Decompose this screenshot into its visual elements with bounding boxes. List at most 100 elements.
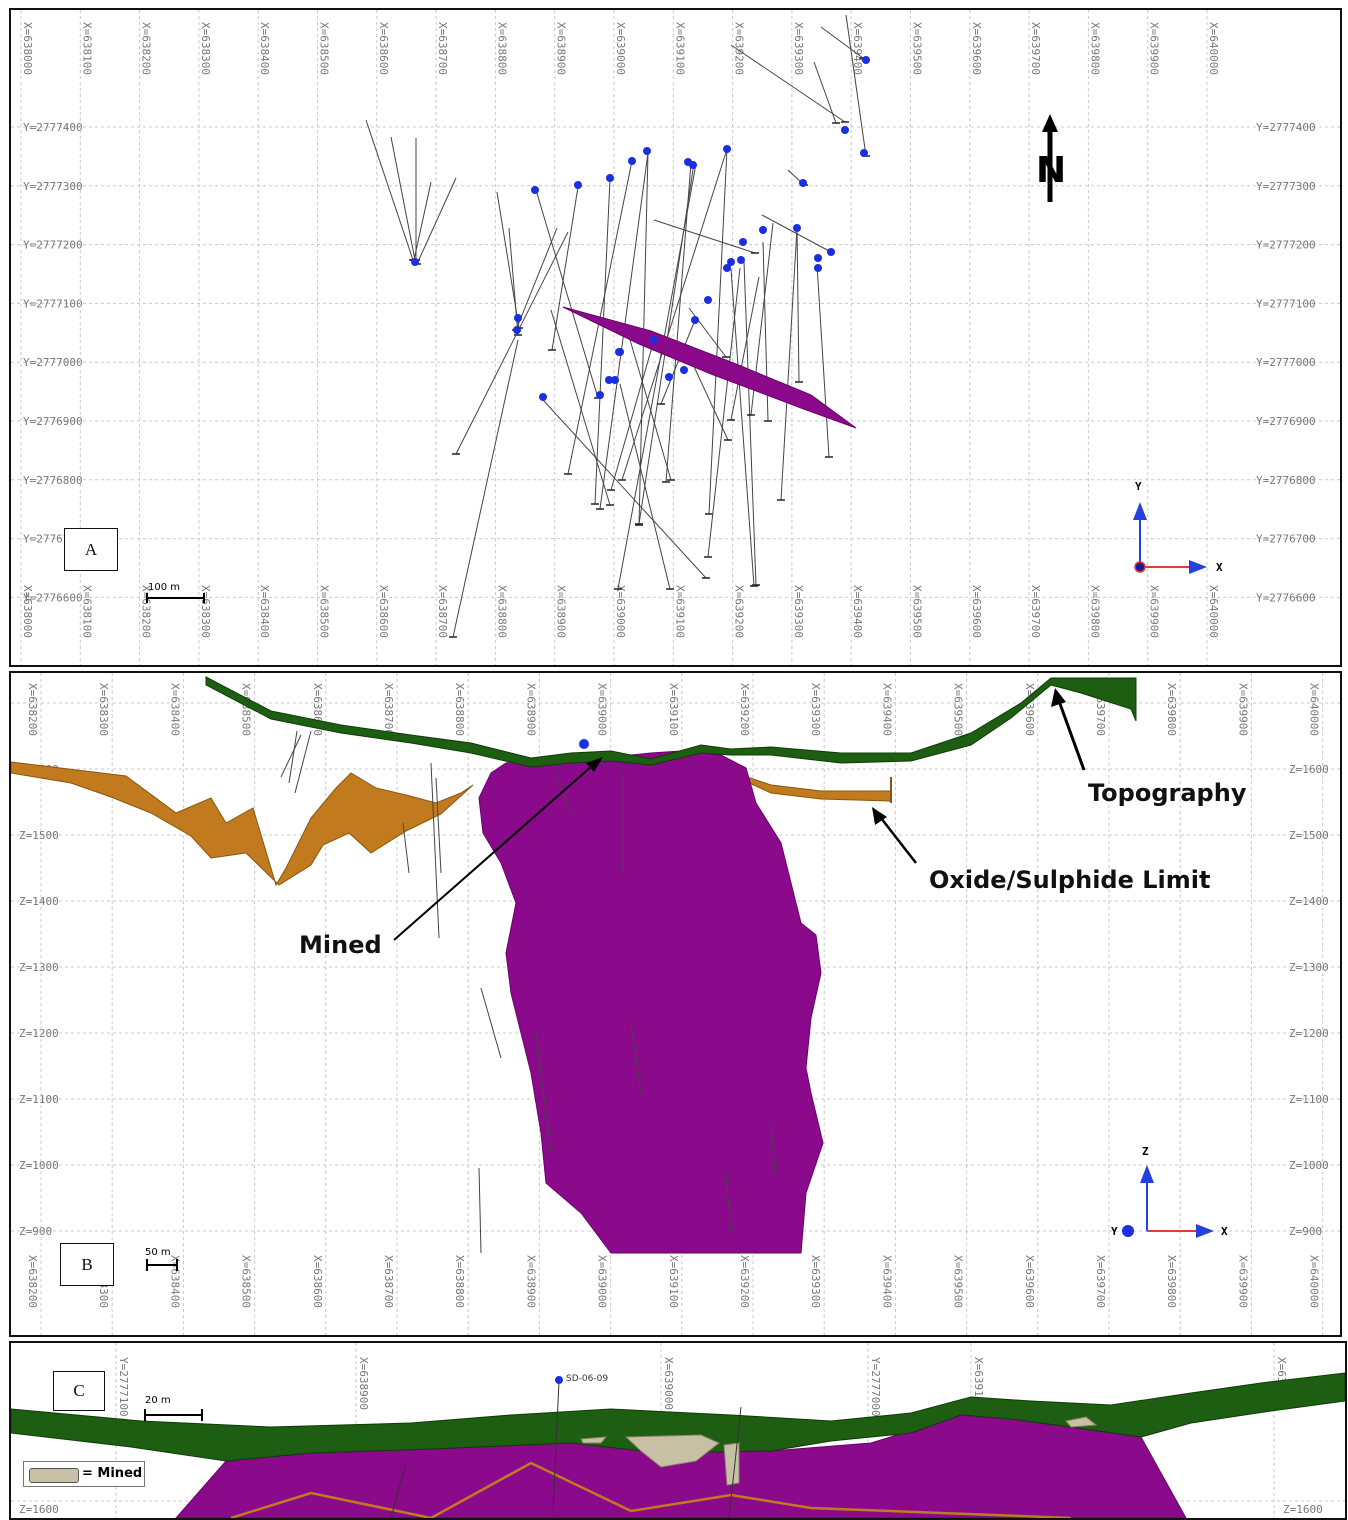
plan-x-tick-label: X=639100 [673,22,686,75]
drill-hole-trace [594,178,611,505]
plan-y-tick-label: Y=2777400 [1256,121,1316,134]
mineralized-zone-plan [562,306,857,429]
section-z-tick-label: Z=1500 [19,829,59,842]
plan-x-tick-label: X=638600 [377,22,390,75]
drill-hole-trace [780,227,798,501]
drill-hole-trace [455,231,569,455]
mineralized-body-section [478,750,824,1254]
plan-x-tick-label: X=638100 [80,22,93,75]
scale-bar-label-detail: 20 m [145,1395,171,1406]
section-view-drawing: Z=1600Z=1600Z=1500Z=1500Z=1400Z=1400Z=13… [11,673,1340,1335]
section-z-tick-label: Z=1600 [1289,763,1329,776]
drill-collar [727,258,735,266]
section-x-tick-label: X=639000 [596,683,609,736]
drill-hole-trace [280,734,302,778]
section-z-tick-label: Z=900 [1289,1225,1322,1238]
detail-x-tick-label: X=639100 [972,1357,985,1410]
plan-x-tick-label: X=638900 [555,585,568,638]
drill-collar [827,248,835,256]
axis-x-label-section: X [1221,1225,1228,1238]
plan-x-tick-label: X=638800 [495,22,508,75]
drill-hole-trace [653,219,756,254]
drill-hole-trace [542,399,707,579]
drill-hole-trace [480,987,502,1059]
drill-hole-trace [820,26,864,59]
plan-x-tick-label: X=638700 [436,22,449,75]
drill-collar [799,179,807,187]
plan-x-tick-label: X=638300 [199,585,212,638]
plan-y-tick-label: Y=2777200 [1256,239,1316,252]
section-x-tick-label: X=638200 [26,683,39,736]
drill-hole-trace [365,119,414,261]
drill-collar [574,181,582,189]
axis-triad-section-icon [1122,1165,1214,1238]
plan-x-tick-label: X=638000 [21,22,34,75]
plan-x-tick-label: X=639000 [614,22,627,75]
north-label: N [1036,150,1066,191]
drill-collar [723,264,731,272]
panel-a-label: A [64,528,118,571]
plan-y-tick-label: Y=2776900 [1256,415,1316,428]
drill-collar [723,145,731,153]
plan-x-tick-label: X=639900 [1148,585,1161,638]
drill-hole-trace [813,61,837,124]
plan-y-tick-label: Y=2776700 [1256,533,1316,546]
section-x-tick-label: X=639300 [809,683,822,736]
plan-x-tick-label: X=639700 [1029,585,1042,638]
drill-collar [643,147,651,155]
axis-y-label-section: Y [1111,1225,1118,1238]
section-x-tick-label: X=639800 [1165,683,1178,736]
drill-hole-trace [707,267,741,558]
drill-hole-trace [816,264,830,458]
plan-x-tick-label: X=639200 [733,585,746,638]
section-z-tick-label: Z=900 [19,1225,52,1238]
topography-surface [205,676,1137,768]
drill-collar [611,376,619,384]
drill-collar [739,238,747,246]
drill-collar-sd-06-09 [555,1376,563,1384]
drill-collar [596,391,604,399]
drill-collar [737,256,745,264]
drill-hole-trace [708,148,728,515]
drill-hole-trace [535,189,599,399]
section-x-tick-label: X=639400 [880,683,893,736]
plan-x-tick-label: X=639500 [911,22,924,75]
drill-hole-trace [452,339,519,638]
drill-collar [814,254,822,262]
drill-collar [606,174,614,182]
drill-hole-trace [630,1022,642,1094]
mined-legend: = Mined [23,1461,145,1487]
plan-x-tick-label: X=638400 [258,22,271,75]
plan-y-tick-label: Y=2776600 [23,591,83,604]
plan-x-tick-label: X=638200 [140,22,153,75]
panel-c-label: C [53,1371,105,1411]
drill-hole-trace [725,1172,732,1234]
drill-collar [531,186,539,194]
section-x-tick-label: X=639600 [1023,1255,1036,1308]
plan-y-tick-label: Y=2776600 [1256,591,1316,604]
section-z-tick-label: Z=1200 [1289,1027,1329,1040]
plan-x-tick-label: X=638600 [377,585,390,638]
plan-x-tick-label: X=638700 [436,585,449,638]
plan-x-tick-label: X=639900 [1148,22,1161,75]
plan-y-tick-label: Y=2777300 [1256,180,1316,193]
drill-collar [759,226,767,234]
drill-collar [793,224,801,232]
mined-legend-text: = Mined [82,1466,143,1481]
section-x-tick-label: X=638800 [453,1255,466,1308]
drill-hole-trace [743,261,757,586]
mined-area-3 [580,1436,608,1444]
section-x-tick-label: X=638900 [524,683,537,736]
section-z-tick-label: Z=1300 [19,961,59,974]
section-x-tick-label: X=638800 [453,683,466,736]
plan-y-tick-label: Y=2776800 [1256,474,1316,487]
section-x-tick-label: X=639600 [1023,683,1036,736]
section-x-tick-label: X=638700 [382,1255,395,1308]
section-z-tick-label: Z=1100 [1289,1093,1329,1106]
section-z-tick-label: Z=1000 [19,1159,59,1172]
drill-collar [862,56,870,64]
section-x-tick-label: X=638400 [168,1255,181,1308]
plan-x-tick-label: X=639800 [1088,22,1101,75]
